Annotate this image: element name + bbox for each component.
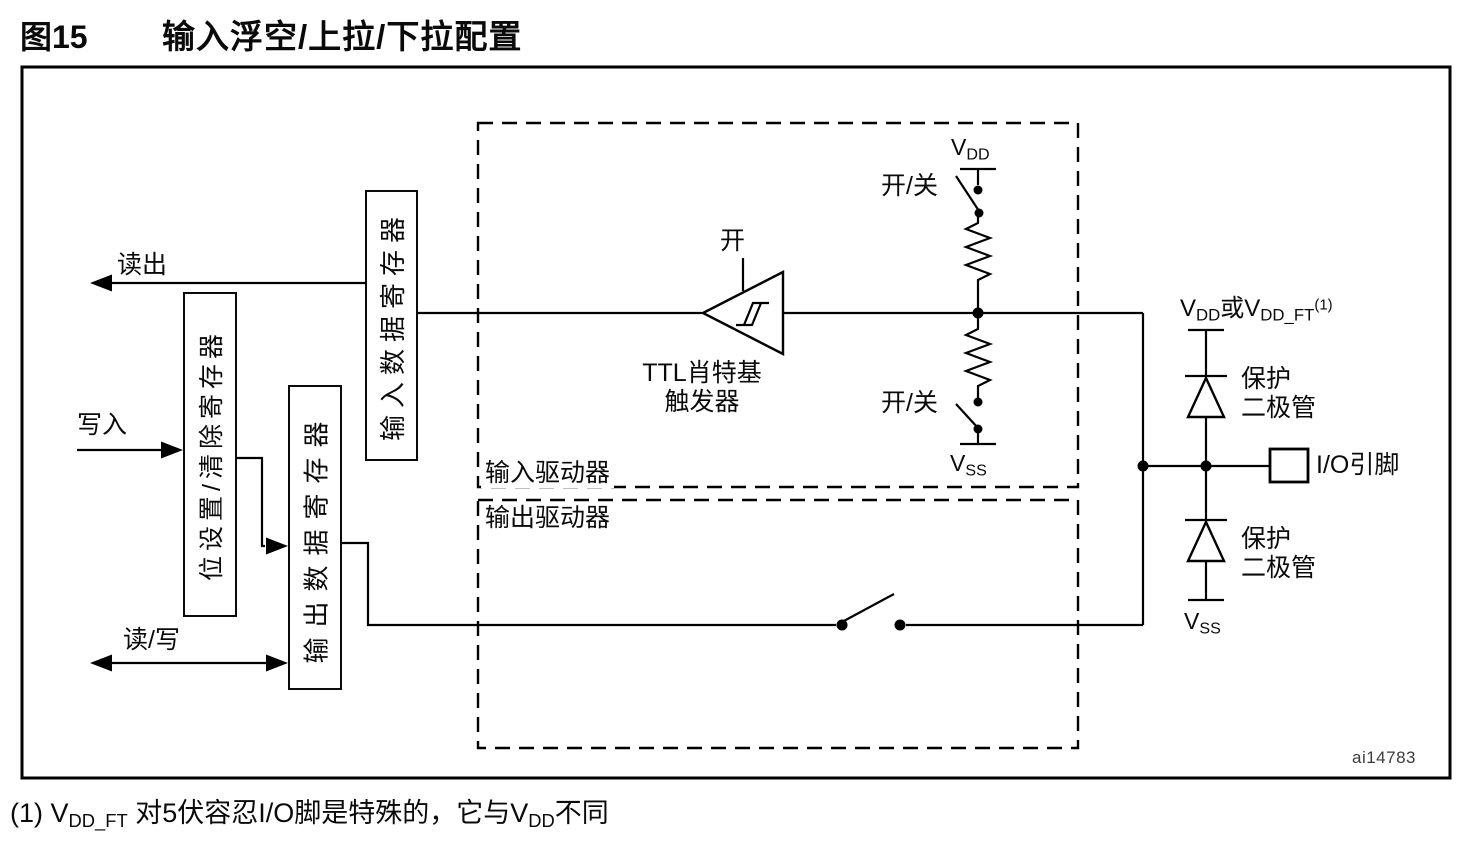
vss-sub: SS <box>965 461 987 480</box>
figure-number: 图15 <box>20 19 88 55</box>
vdd-label: VDD <box>951 134 990 164</box>
io-pin-label: I/O引脚 <box>1316 451 1400 479</box>
output-wire <box>342 541 1143 631</box>
input-data-register: 输入数据寄存器 <box>365 190 418 461</box>
bit-set-clear-register-label: 位设置/清除寄存器 <box>198 328 227 581</box>
rail-sub1: DD <box>1196 305 1221 325</box>
rail-sub2: DD_FT <box>1260 305 1315 325</box>
rail-v2: V <box>1244 295 1261 322</box>
footnote-mid: 对5伏容忍I/O脚是特殊的，它与V <box>127 798 529 828</box>
protection-top-line2: 二极管 <box>1241 394 1317 422</box>
protection-diode-bottom-symbol <box>1185 466 1227 602</box>
pullup-resistor <box>962 217 994 308</box>
pulldown-resistor <box>962 318 994 398</box>
input-data-register-label: 输入数据寄存器 <box>378 209 409 442</box>
footnote-sub1: DD_FT <box>68 810 128 832</box>
figure-caption: 输入浮空/上拉/下拉配置 <box>162 18 523 55</box>
schmitt-name-line2: 触发器 <box>664 388 740 416</box>
output-data-register-label: 输出数据寄存器 <box>301 411 332 664</box>
schmitt-on-label: 开 <box>720 227 746 255</box>
figure-id-watermark: ai14783 <box>1352 748 1417 767</box>
io-pin-square <box>1268 447 1310 484</box>
vss-label: VSS <box>950 450 987 480</box>
footnote-sub2: DD <box>528 810 555 832</box>
vss-base: V <box>950 450 966 476</box>
read-label: 读出 <box>117 251 168 279</box>
protection-bottom-line2: 二极管 <box>1241 554 1317 582</box>
read-write-label: 读/写 <box>123 626 180 654</box>
hysteresis-icon <box>736 301 769 327</box>
pullup-switch <box>955 167 996 218</box>
protection-diode-top-symbol <box>1185 328 1227 466</box>
pullup-switch-arm <box>955 175 980 212</box>
vdd-base: V <box>951 134 967 160</box>
rail-v1: V <box>1180 295 1197 322</box>
schmitt-name-line1: TTL肖特基 <box>642 359 762 387</box>
protection-diode-top-label: 保护 二极管 <box>1241 365 1316 423</box>
output-driver-label: 输出驱动器 <box>481 504 615 533</box>
rail-or: 或 <box>1220 295 1245 322</box>
schmitt-name-label: TTL肖特基 触发器 <box>622 359 782 417</box>
figure-frame <box>20 65 1452 780</box>
footnote-pre: (1) V <box>10 798 69 828</box>
on-off-top-label: 开/关 <box>881 172 938 200</box>
schmitt-trigger-symbol <box>700 258 785 356</box>
pulldown-switch-arm <box>955 403 979 429</box>
read-arrow <box>90 274 365 292</box>
on-off-bottom-label: 开/关 <box>881 389 938 417</box>
protection-top-line1: 保护 <box>1241 365 1292 393</box>
pulldown-switch <box>955 397 996 446</box>
input-driver-dashed-box <box>476 121 1080 489</box>
vss-right-base: V <box>1184 608 1200 634</box>
vdd-or-vddft-label: VDD或VDD_FT(1) <box>1180 295 1333 325</box>
vss-right-label: VSS <box>1184 608 1221 638</box>
protection-diode-bottom-label: 保护 二极管 <box>1241 525 1316 583</box>
figure-title-row: 图15 输入浮空/上拉/下拉配置 <box>0 8 1479 58</box>
bit-set-clear-register: 位设置/清除寄存器 <box>183 292 237 617</box>
io-wire <box>1137 460 1270 472</box>
footnote: (1) VDD_FT 对5伏容忍I/O脚是特殊的，它与VDD不同 <box>10 791 609 832</box>
vdd-sub: DD <box>966 145 990 164</box>
write-arrow <box>77 441 183 459</box>
write-label: 写入 <box>77 411 128 439</box>
footnote-post: 不同 <box>554 798 609 828</box>
input-driver-label: 输入驱动器 <box>481 459 615 488</box>
protection-bottom-line1: 保护 <box>1241 525 1292 553</box>
input-signal-wire <box>418 307 1143 319</box>
set-clear-to-output-wire <box>237 456 288 555</box>
vss-right-sub: SS <box>1199 619 1221 638</box>
rail-footnote-ref: (1) <box>1314 297 1333 314</box>
output-data-register: 输出数据寄存器 <box>288 385 342 690</box>
output-switch-arm <box>841 593 895 623</box>
read-write-arrow <box>90 654 288 672</box>
